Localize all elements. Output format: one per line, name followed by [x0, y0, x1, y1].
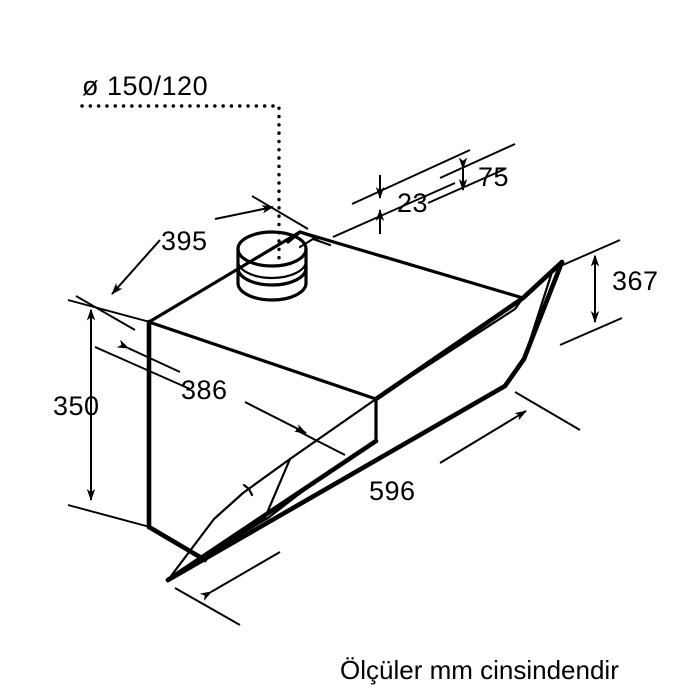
dim-386-ext-left	[94, 346, 191, 390]
duct-riser-back	[286, 230, 320, 244]
dimension-367: 367	[555, 239, 659, 346]
hood-bottom-left-edge	[146, 524, 208, 563]
dim-367-ext-top	[555, 239, 621, 269]
glass-front-panel	[165, 259, 565, 583]
dim-395-label: 395	[161, 226, 208, 256]
glass-bottom-edge	[165, 383, 508, 583]
dim-367-label: 367	[612, 266, 659, 296]
dimension-386: 386	[94, 339, 346, 456]
dim-75-label: 75	[478, 162, 509, 192]
glass-top-inner-fold	[374, 296, 525, 401]
glass-side-return	[262, 457, 292, 522]
dim-350-label: 350	[53, 391, 100, 421]
units-caption: Ölçüler mm cinsindendir	[340, 655, 619, 685]
dimension-duct-diameter: ø 150/120	[80, 71, 281, 260]
duct-diameter-leader	[80, 104, 281, 260]
dim-23-label: 23	[397, 188, 428, 218]
dim-395-ext-right	[251, 195, 309, 230]
dim-395-arrow-left	[111, 239, 161, 295]
dimension-350: 350	[53, 299, 151, 528]
dim-350-ext-bottom	[67, 504, 151, 528]
dimension-23: 23	[332, 149, 471, 238]
dim-75-ext-top	[439, 143, 516, 179]
dimension-75: 75	[427, 143, 516, 204]
dim-367-ext-bottom	[559, 317, 623, 346]
dim-350-ext-top	[67, 299, 151, 323]
dim-596-ext-left	[174, 587, 241, 626]
duct-diameter-label: ø 150/120	[82, 71, 208, 101]
dimension-596: 596	[174, 391, 581, 626]
dim-386-arrow-right	[244, 401, 307, 434]
dim-23-ext-bottom	[332, 182, 456, 238]
dim-596-label: 596	[369, 476, 416, 506]
dim-386-arrow-left	[116, 339, 181, 373]
dimension-395: 395	[75, 195, 309, 331]
glass-lower-inner-fold	[244, 439, 378, 533]
glass-latch-detail	[242, 483, 254, 497]
glass-right-inner-fold	[522, 260, 564, 361]
dim-386-ext-right	[295, 429, 346, 456]
dim-23-ext-top	[351, 149, 471, 205]
dim-395-arrow-right	[214, 205, 274, 220]
dim-596-ext-right	[514, 391, 581, 431]
glass-inner-fold	[166, 397, 378, 582]
duct-collar-icon	[236, 230, 308, 302]
dim-386-label: 386	[181, 375, 228, 405]
dim-395-ext-left	[75, 295, 136, 331]
dim-596-arrow-right	[439, 410, 527, 464]
dim-596-arrow-left	[199, 551, 281, 601]
